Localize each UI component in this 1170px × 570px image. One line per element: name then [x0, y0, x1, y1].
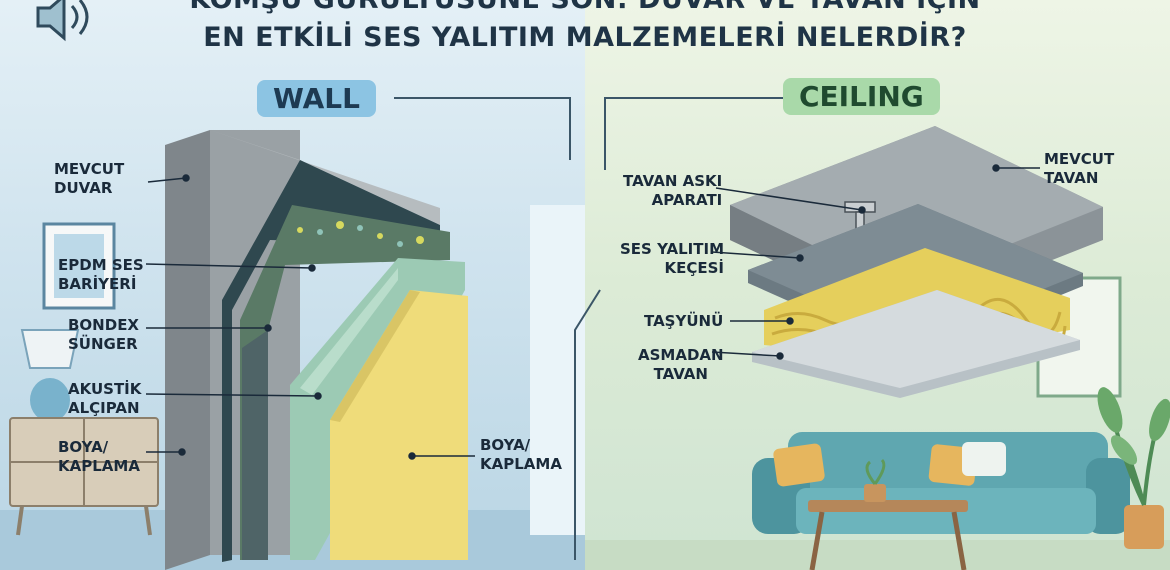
- right-floor: [585, 540, 1170, 570]
- title-line-1: KOMŞU GÜRÜLTÜSÜNE SON: DUVAR VE TAVAN İÇ…: [0, 0, 1170, 15]
- title-line-2: EN ETKİLİ SES YALITIM MALZEMELERİ NELERD…: [203, 22, 967, 53]
- coffee-table: [808, 500, 968, 512]
- plant-pot: [1124, 505, 1164, 549]
- left-doorway: [530, 205, 585, 535]
- concrete-side: [165, 130, 210, 570]
- label-boya-right: BOYA/KAPLAMA: [480, 436, 562, 473]
- lamp-shade: [20, 329, 80, 369]
- paint-layer: [330, 290, 468, 560]
- ceiling-tag: CEILING: [783, 78, 940, 115]
- lamp-base: [30, 378, 70, 422]
- sofa: [752, 432, 1130, 534]
- wall-tag: WALL: [257, 80, 376, 117]
- label-tasyunu: TAŞYÜNÜ: [644, 312, 724, 330]
- left-picture: [54, 234, 104, 298]
- label-boya-left: BOYA/KAPLAMA: [58, 438, 140, 475]
- speaker-icon: [36, 0, 89, 42]
